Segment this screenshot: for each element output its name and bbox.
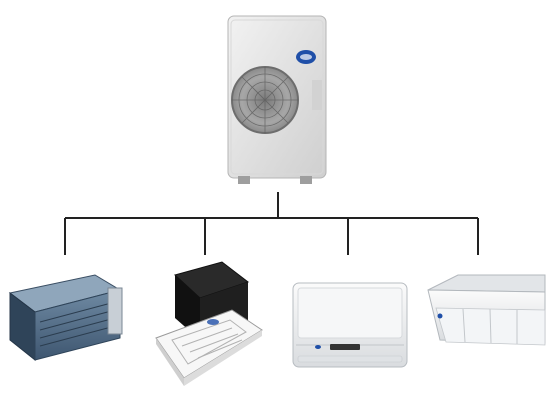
refrigerant-lines (64, 192, 479, 255)
wall-mounted-unit-icon (292, 282, 408, 368)
cassette-unit-icon (155, 261, 263, 386)
outdoor-condenser-unit-icon (227, 15, 327, 184)
ducted-unit-icon (8, 274, 123, 362)
ceiling-suspended-unit-icon (427, 274, 546, 346)
